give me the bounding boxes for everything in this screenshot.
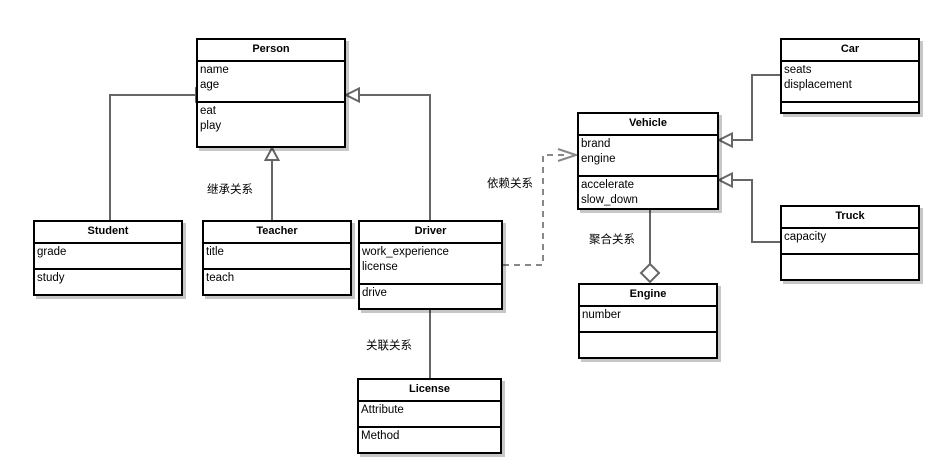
uml-attributes-car: seats displacement: [782, 62, 918, 103]
uml-attribute-row: age: [200, 79, 220, 91]
uml-operations-license: Method: [359, 428, 500, 446]
uml-class-student[interactable]: Student grade study: [33, 220, 183, 296]
edge-label-aggregation: 聚合关系: [589, 232, 635, 246]
uml-operations-truck: [782, 255, 918, 271]
uml-operation-row: teach: [206, 272, 235, 284]
uml-class-truck[interactable]: Truck capacity: [780, 205, 920, 281]
uml-operation-row: slow_down: [581, 194, 638, 206]
uml-class-name-truck: Truck: [782, 207, 918, 229]
uml-operation-row: accelerate: [581, 179, 635, 191]
uml-class-vehicle[interactable]: Vehicle brand engine accelerate slow_down: [577, 112, 719, 210]
edge-car-vehicle[interactable]: [716, 74, 780, 149]
uml-operation-row: drive: [362, 287, 387, 299]
uml-attribute-row: name: [200, 64, 229, 76]
uml-attribute-row: number: [582, 309, 621, 321]
uml-attribute-row: brand: [581, 138, 611, 150]
edge-label-dependency: 依赖关系: [487, 176, 533, 190]
uml-class-name-person: Person: [198, 40, 344, 62]
edge-label-association: 关联关系: [366, 338, 412, 352]
uml-attribute-row: grade: [37, 246, 67, 258]
uml-operations-teacher: teach: [204, 270, 350, 288]
uml-attributes-truck: capacity: [782, 229, 918, 255]
uml-class-name-license: License: [359, 380, 500, 402]
edge-teacher-person[interactable]: [263, 145, 281, 220]
edge-truck-vehicle[interactable]: [716, 171, 780, 243]
uml-class-teacher[interactable]: Teacher title teach: [202, 220, 352, 296]
uml-attributes-vehicle: brand engine: [579, 136, 717, 177]
uml-class-car[interactable]: Car seats displacement: [780, 38, 920, 114]
uml-operations-student: study: [35, 270, 181, 288]
uml-class-name-teacher: Teacher: [204, 222, 350, 244]
uml-operations-vehicle: accelerate slow_down: [579, 177, 717, 210]
uml-class-name-engine: Engine: [580, 285, 716, 307]
uml-operation-row: eat: [200, 105, 216, 117]
uml-attribute-row: engine: [581, 153, 616, 165]
uml-class-name-driver: Driver: [360, 222, 501, 244]
edge-student-person[interactable]: [109, 86, 212, 221]
uml-attributes-license: Attribute: [359, 402, 500, 428]
uml-attributes-engine: number: [580, 307, 716, 333]
uml-operations-engine: [580, 333, 716, 349]
uml-attribute-row: license: [362, 261, 398, 273]
uml-attributes-person: name age: [198, 62, 344, 103]
uml-class-person[interactable]: Person name age eat play: [196, 38, 346, 148]
uml-attributes-student: grade: [35, 244, 181, 270]
uml-attribute-row: work_experience: [362, 246, 449, 258]
edge-driver-vehicle[interactable]: [503, 148, 580, 266]
uml-attribute-row: displacement: [784, 79, 852, 91]
uml-operation-row: play: [200, 120, 222, 132]
uml-attributes-teacher: title: [204, 244, 350, 270]
uml-attribute-row: title: [206, 246, 224, 258]
uml-class-name-vehicle: Vehicle: [579, 114, 717, 136]
edge-vehicle-engine[interactable]: [639, 210, 661, 284]
uml-operation-row: Method: [361, 430, 400, 442]
uml-attribute-row: seats: [784, 64, 812, 76]
uml-class-name-car: Car: [782, 40, 918, 62]
edge-label-inheritance: 继承关系: [207, 182, 253, 196]
uml-attribute-row: Attribute: [361, 404, 404, 416]
uml-class-engine[interactable]: Engine number: [578, 283, 718, 359]
uml-operations-car: [782, 103, 918, 119]
uml-operations-driver: drive: [360, 285, 501, 303]
uml-operations-person: eat play: [198, 103, 344, 136]
edge-driver-person[interactable]: [343, 86, 431, 221]
uml-operation-row: study: [37, 272, 65, 284]
uml-class-name-student: Student: [35, 222, 181, 244]
uml-attribute-row: capacity: [784, 231, 827, 243]
